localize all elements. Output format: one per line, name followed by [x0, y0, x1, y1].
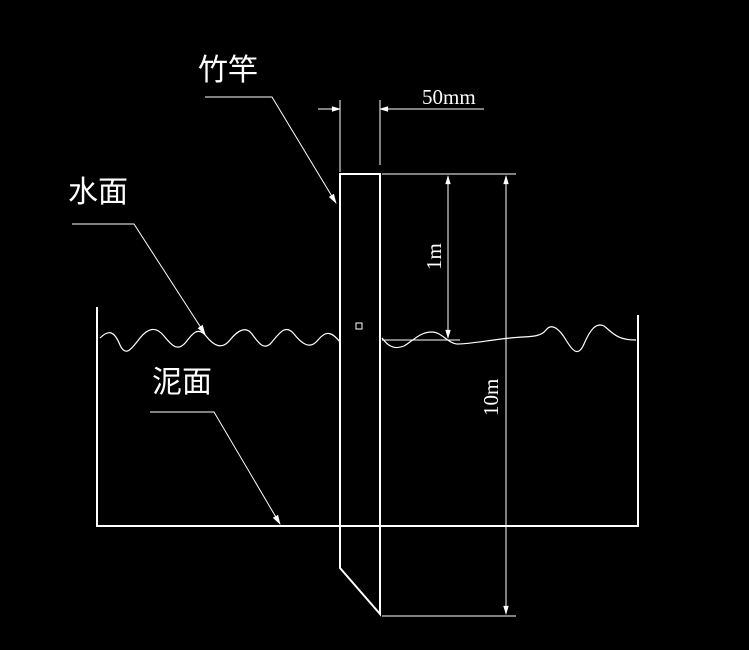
- depth-dim-label: 1m: [422, 243, 446, 270]
- water-surface-label: 水面: [68, 175, 128, 210]
- water-wave-right: [381, 324, 637, 353]
- water-surface-leader-line: [72, 223, 206, 335]
- pole-leader-line: [205, 96, 337, 204]
- width-dim-label: 50mm: [422, 85, 476, 109]
- mud-surface-label: 泥面: [152, 365, 212, 400]
- pole-marker-square: [355, 322, 363, 330]
- bamboo-pole: [339, 173, 381, 617]
- tank-outline: [96, 307, 639, 527]
- mud-surface-leader-line: [150, 411, 281, 525]
- pole-label: 竹竿: [198, 53, 258, 88]
- length-dim-label: 10m: [479, 379, 503, 416]
- water-wave-left: [99, 328, 341, 352]
